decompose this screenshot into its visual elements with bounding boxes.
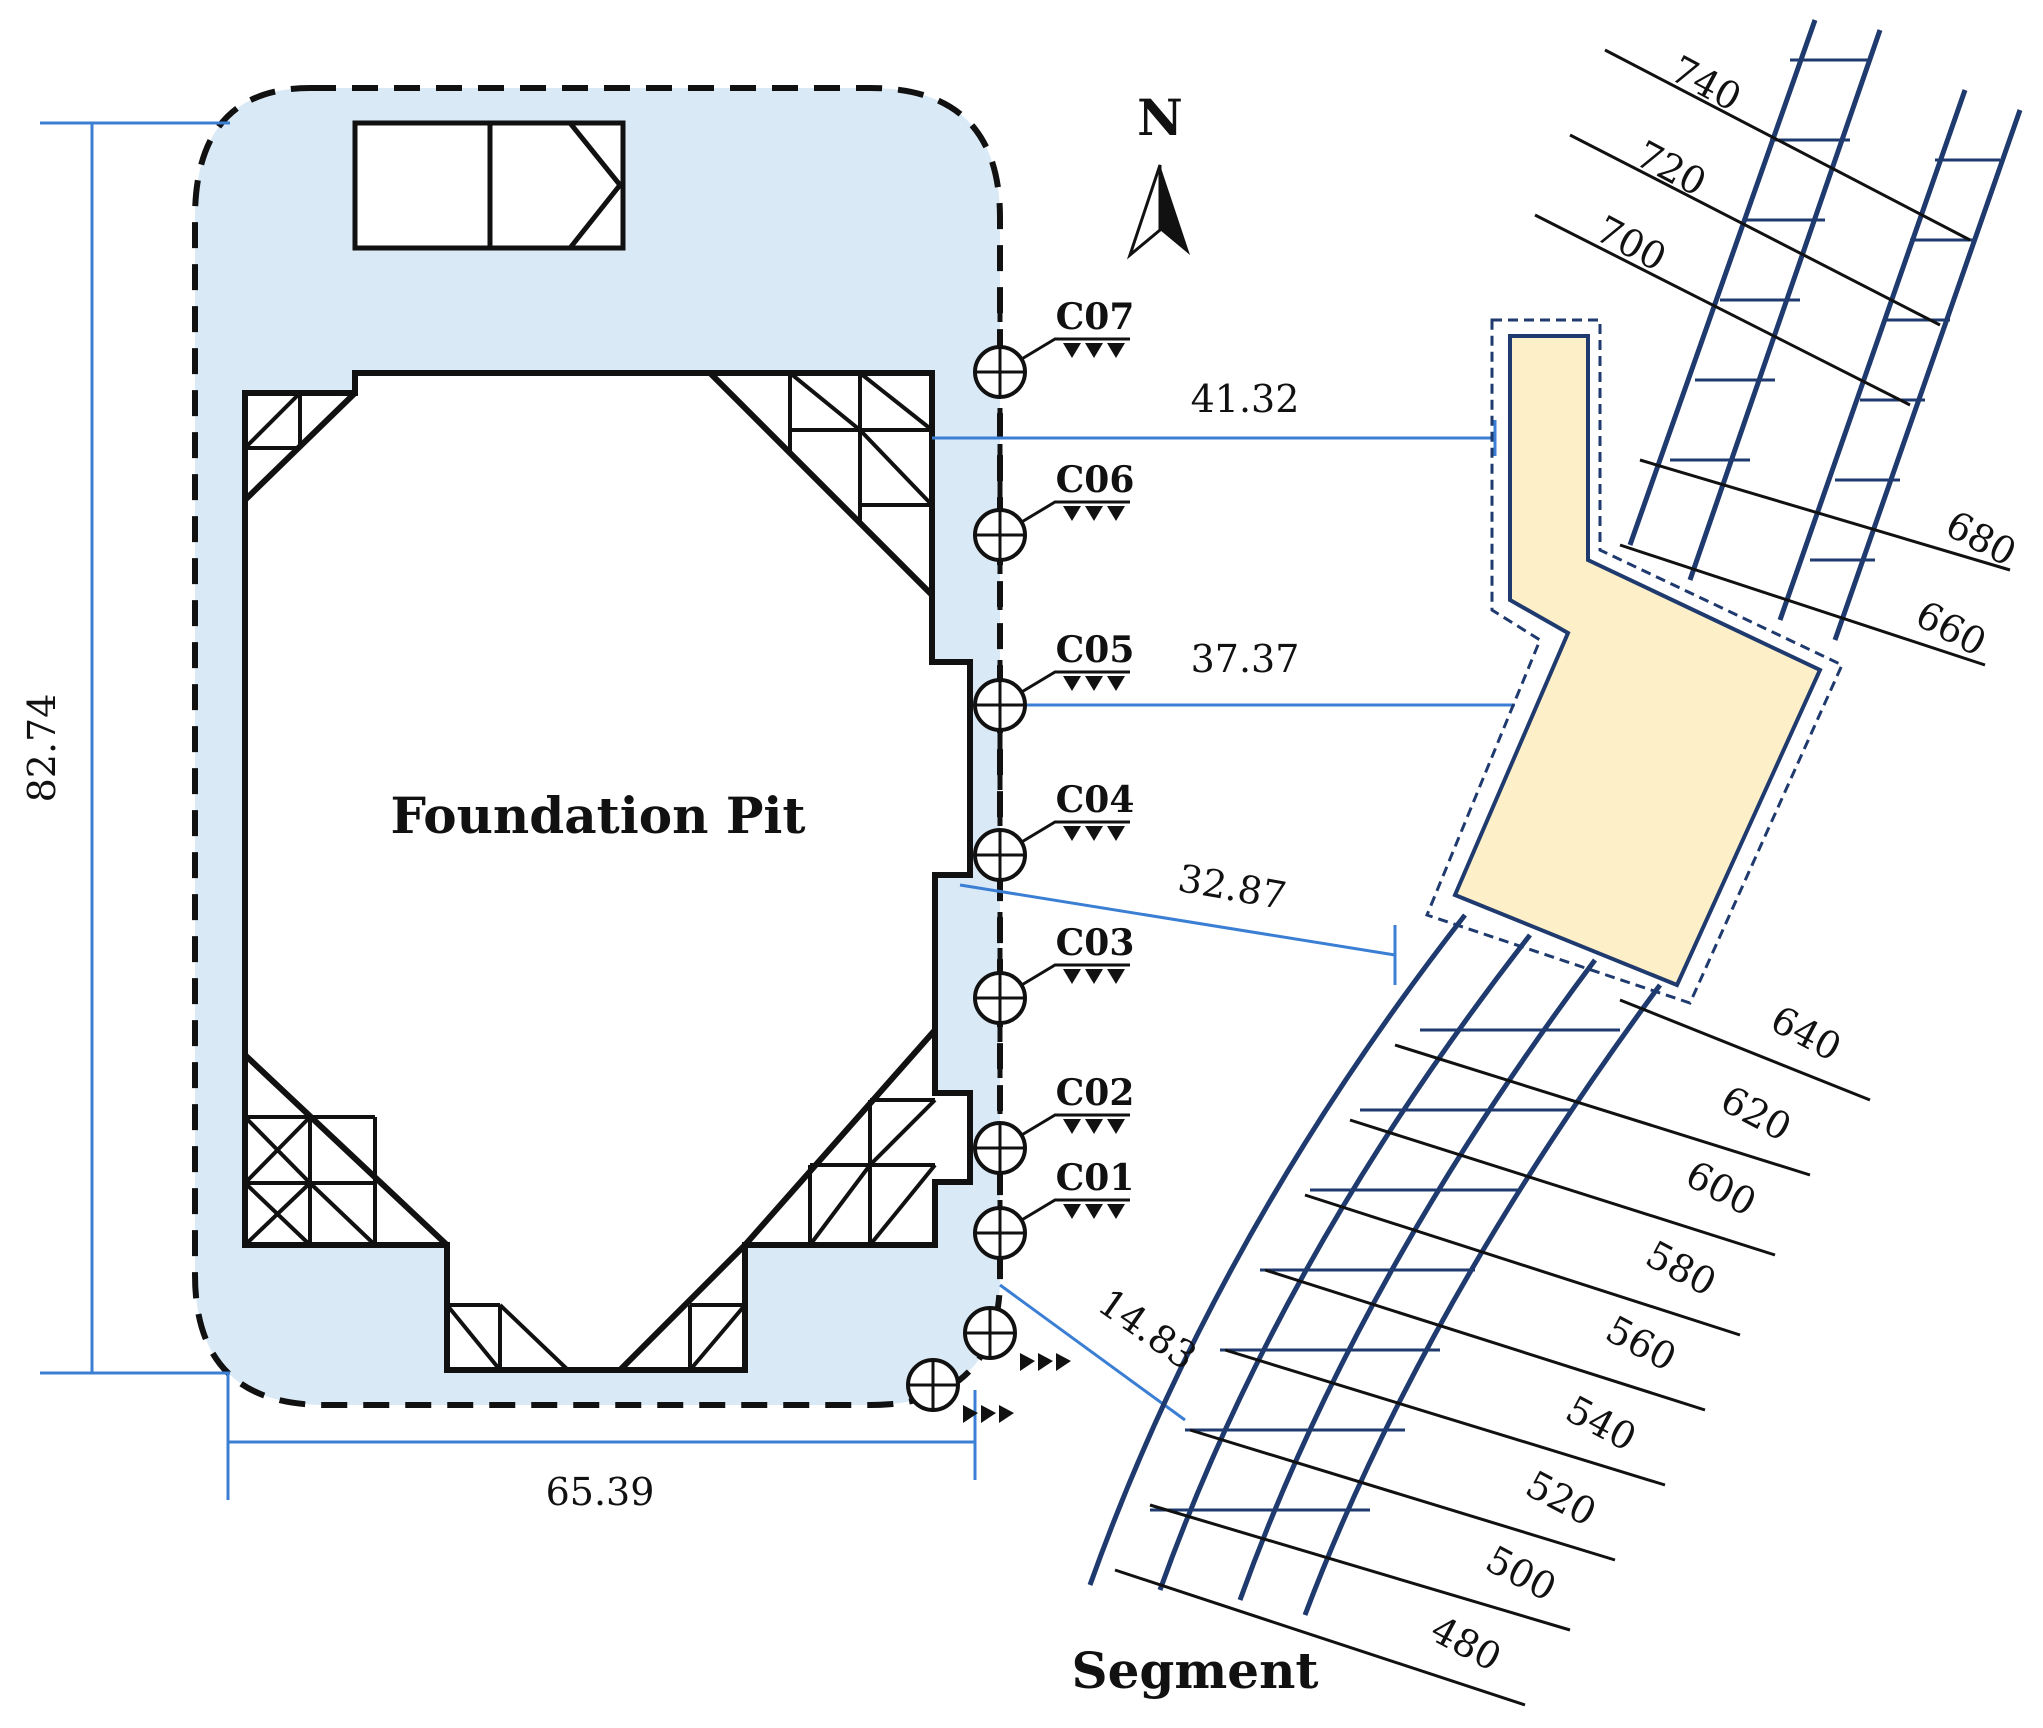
settlement-marker-icon <box>981 1405 996 1423</box>
ring-number: 580 <box>1639 1232 1724 1305</box>
foundation-pit-outline <box>242 370 973 1373</box>
sensor-label: C07 <box>1056 296 1135 338</box>
settlement-marker-icon <box>1063 506 1081 521</box>
settlement-marker-icon <box>1085 1204 1103 1219</box>
settlement-marker-icon <box>1020 1353 1035 1371</box>
ring-number: 540 <box>1559 1387 1644 1460</box>
sensor-label: C01 <box>1056 1157 1135 1199</box>
settlement-marker-icon <box>999 1405 1014 1423</box>
ring-number: 640 <box>1764 997 1849 1070</box>
settlement-marker-icon <box>1107 506 1125 521</box>
small-building <box>352 120 626 251</box>
settlement-marker-icon <box>1107 969 1125 984</box>
dim-height: 82.74 <box>20 694 64 803</box>
settlement-marker-icon <box>1063 343 1081 358</box>
pit-struts <box>242 370 938 1373</box>
dim-width: 65.39 <box>546 1470 655 1514</box>
north-arrow-icon <box>1126 164 1190 260</box>
ring-number: 700 <box>1589 207 1674 280</box>
settlement-marker-icon <box>1085 969 1103 984</box>
dimension-lines <box>40 121 1515 1500</box>
dim-d1: 41.32 <box>1191 377 1300 421</box>
settlement-marker-icon <box>1056 1353 1071 1371</box>
ring-number: 480 <box>1424 1607 1509 1680</box>
settlement-marker-icon <box>1085 1119 1103 1134</box>
ring-number: 740 <box>1664 47 1749 120</box>
tunnel-cross-lines <box>1150 58 2000 1512</box>
ring-number: 620 <box>1714 1077 1799 1150</box>
settlement-marker-icon <box>1107 343 1125 358</box>
sensor-c04: C04 <box>973 779 1135 882</box>
settlement-marker-icon <box>1038 1353 1053 1371</box>
settlement-marker-icon <box>1107 676 1125 691</box>
sensor-c07: C07 <box>973 296 1135 399</box>
settlement-marker-icon <box>1085 343 1103 358</box>
sensor-label: C05 <box>1056 629 1135 671</box>
sensor-c05: C05 <box>973 629 1135 732</box>
settlement-marker-icon <box>1085 506 1103 521</box>
settlement-marker-icon <box>1063 676 1081 691</box>
sensor-unlabeled <box>906 1358 1014 1423</box>
settlement-marker-icon <box>1063 1204 1081 1219</box>
ring-number: 560 <box>1599 1307 1684 1380</box>
settlement-marker-icon <box>1085 676 1103 691</box>
north-label: N <box>1137 88 1183 147</box>
segment-label: Segment <box>1071 1641 1318 1700</box>
settlement-marker-icon <box>1063 826 1081 841</box>
settlement-marker-icon <box>1107 1119 1125 1134</box>
ring-number: 500 <box>1479 1537 1564 1610</box>
sensor-c06: C06 <box>973 459 1135 562</box>
sensor-label: C02 <box>1056 1072 1135 1114</box>
sensor-c03: C03 <box>973 922 1135 1025</box>
sensor-unlabeled <box>963 1306 1071 1371</box>
settlement-marker-icon <box>1107 826 1125 841</box>
foundation-pit-label: Foundation Pit <box>390 786 805 845</box>
settlement-marker-icon <box>963 1405 978 1423</box>
ring-number: 600 <box>1679 1152 1764 1225</box>
ring-number: 680 <box>1939 502 2024 575</box>
settlement-marker-icon <box>1063 1119 1081 1134</box>
dim-d2: 37.37 <box>1191 637 1300 681</box>
ring-tick-lines <box>1114 48 2011 1707</box>
settlement-marker-icon <box>1063 969 1081 984</box>
sensor-label: C06 <box>1056 459 1135 501</box>
sensor-label: C04 <box>1056 779 1135 821</box>
ring-number: 720 <box>1629 132 1714 205</box>
settlement-marker-icon <box>1085 826 1103 841</box>
ring-number: 520 <box>1519 1462 1604 1535</box>
dim-d3: 32.87 <box>1175 856 1290 918</box>
north-tunnel <box>1627 19 2023 641</box>
metro-station <box>1425 318 1844 1005</box>
sensor-c01: C01 <box>973 1157 1135 1260</box>
settlement-marker-icon <box>1107 1204 1125 1219</box>
sensor-c02: C02 <box>973 1072 1135 1175</box>
sensor-label: C03 <box>1056 922 1135 964</box>
